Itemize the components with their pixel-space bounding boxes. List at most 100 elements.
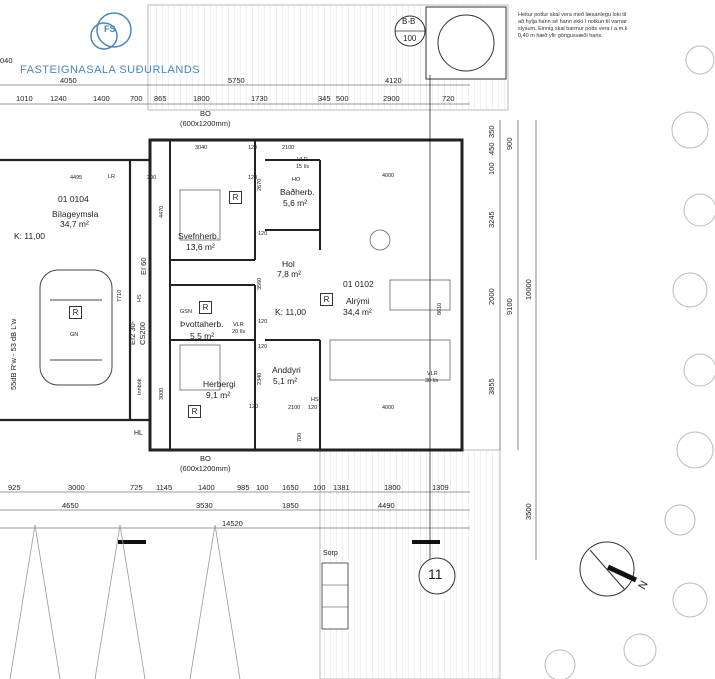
room-marker: R [229,191,242,204]
inner-dim: 700 [297,432,303,442]
dim-top2: 700 [130,94,143,103]
room-marker: R [188,405,201,418]
inner-dim: 2100 [288,405,301,411]
dim-bottom: 1800 [384,483,401,492]
gsn-mark: GSN [180,309,192,315]
living-name: Alrými [346,296,370,306]
dim-right: 9100 [505,298,514,315]
room-marker: R [69,306,82,319]
ho-mark: HO [292,177,301,183]
window-top-label: BO [200,109,211,118]
inner-dim: 120 [258,231,268,237]
hl-mark: HL [134,430,143,437]
dim-top: 4120 [385,76,402,85]
dim-bottom: 1309 [432,483,449,492]
dim-top2: 720 [442,94,455,103]
inner-dim: 2340 [257,372,263,385]
vlr-2-rate: 20 l/s [232,329,246,335]
dim-top2: 1800 [193,94,210,103]
dim-top2: 1730 [251,94,268,103]
window-bottom-size: (600x1200mm) [180,464,231,473]
car-outline [39,269,113,386]
plot-number-circle [418,557,456,595]
dim-bottom: 1650 [282,483,299,492]
garage-name: Bílageymsla [52,209,99,219]
dim-bottom: 3000 [68,483,85,492]
dim-bottom3: 14520 [222,519,243,528]
dim-right: 450 [487,142,496,155]
bedroom-area: 13,6 m² [186,242,215,252]
garage-walls [0,158,150,422]
hot-tub [425,6,507,80]
dim-top2: 345 [318,94,331,103]
laundry-area: 5,5 m² [190,331,215,341]
inner-dim: 120 [308,405,318,411]
lr-mark: LR [108,174,116,180]
note-line: Heitur pottur skal vera með læsanlegu lo… [518,12,627,18]
dim-bottom2: 4490 [378,501,395,510]
dim-top2: 1240 [50,94,67,103]
note-line: 0,40 m hæð yfir göngusvæði hans. [518,32,603,39]
driveway-area [319,449,501,679]
sorp-label: Sorp [323,550,338,557]
dim-top: 5750 [228,76,245,85]
dim-bottom: 1145 [156,483,173,492]
dim-top2: 500 [336,94,349,103]
section-number: 100 [403,34,417,43]
inner-dim: 4000 [382,173,395,179]
vlr-3-rate: 30 l/s [425,378,439,384]
section-marker [394,15,426,47]
note-line: slysum. Einnig skal barmur potts vera í … [518,25,628,32]
brand-name: FASTEIGNASALA SUÐURLANDS [20,64,201,76]
inner-dim: 3560 [257,277,263,290]
hall-name: Hol [282,259,295,269]
living-id: 01 0102 [343,279,374,289]
dim-right: 900 [505,137,514,150]
entrance-area: 5,1 m² [273,376,298,386]
vlr-3: VLR [427,371,438,377]
window-top-size: (600x1200mm) [180,119,231,128]
garage-area: 34,7 m² [60,219,89,229]
hall-area: 7,8 m² [277,269,302,279]
inner-dim: 120 [258,344,268,350]
room-marker: R [320,293,333,306]
ei230-label: EI2 30- [128,320,137,345]
inner-dim: 4470 [159,205,165,218]
parking-lines [9,524,241,679]
dim-right: 10000 [524,279,533,300]
gn-mark: GN [70,332,79,338]
dim-top2: 865 [154,94,167,103]
bathroom-name: Baðherb. [280,187,315,197]
dim-top2: 1010 [16,94,33,103]
trees [544,45,715,679]
dim-top2: 1400 [93,94,110,103]
inner-dim: 200 [147,175,157,181]
dim-right: 3500 [524,503,533,520]
dim-bottom: 1400 [198,483,215,492]
dim-bottom2: 1850 [282,501,299,510]
cs200-label: CS200 [138,322,147,345]
plot-number: 11 [428,566,443,582]
inner-dim: 4495 [70,175,83,181]
garage-id: 01 0104 [58,194,89,204]
inner-dim: 120 [248,145,258,151]
laundry-name: Þvottaherb. [180,319,224,329]
house-walls [148,138,464,452]
dim-top-left: 040 [0,56,13,65]
dim-bottom: 725 [130,483,143,492]
hot-tub-note: Heitur pottur skal vera með læsanlegu lo… [518,12,627,40]
vlr-2: VLR [233,322,244,328]
inner-dim: 3040 [195,145,208,151]
internal-walls [169,140,321,450]
note-line: að hylja hann sé hann ekki í notkun til … [518,18,627,25]
brand-monogram: FS [104,24,116,34]
garage-k: K: 11,00 [14,231,46,241]
vlr-1: VLR [297,157,308,163]
dim-bottom: 100 [313,483,326,492]
dim-bottom2: 3530 [196,501,213,510]
inner-dim: 120 [249,404,259,410]
dim-right: 3245 [487,211,496,228]
innbok-label: Innbók [137,378,143,395]
inner-dim: 3000 [159,387,165,400]
room-marker: R [199,301,212,314]
